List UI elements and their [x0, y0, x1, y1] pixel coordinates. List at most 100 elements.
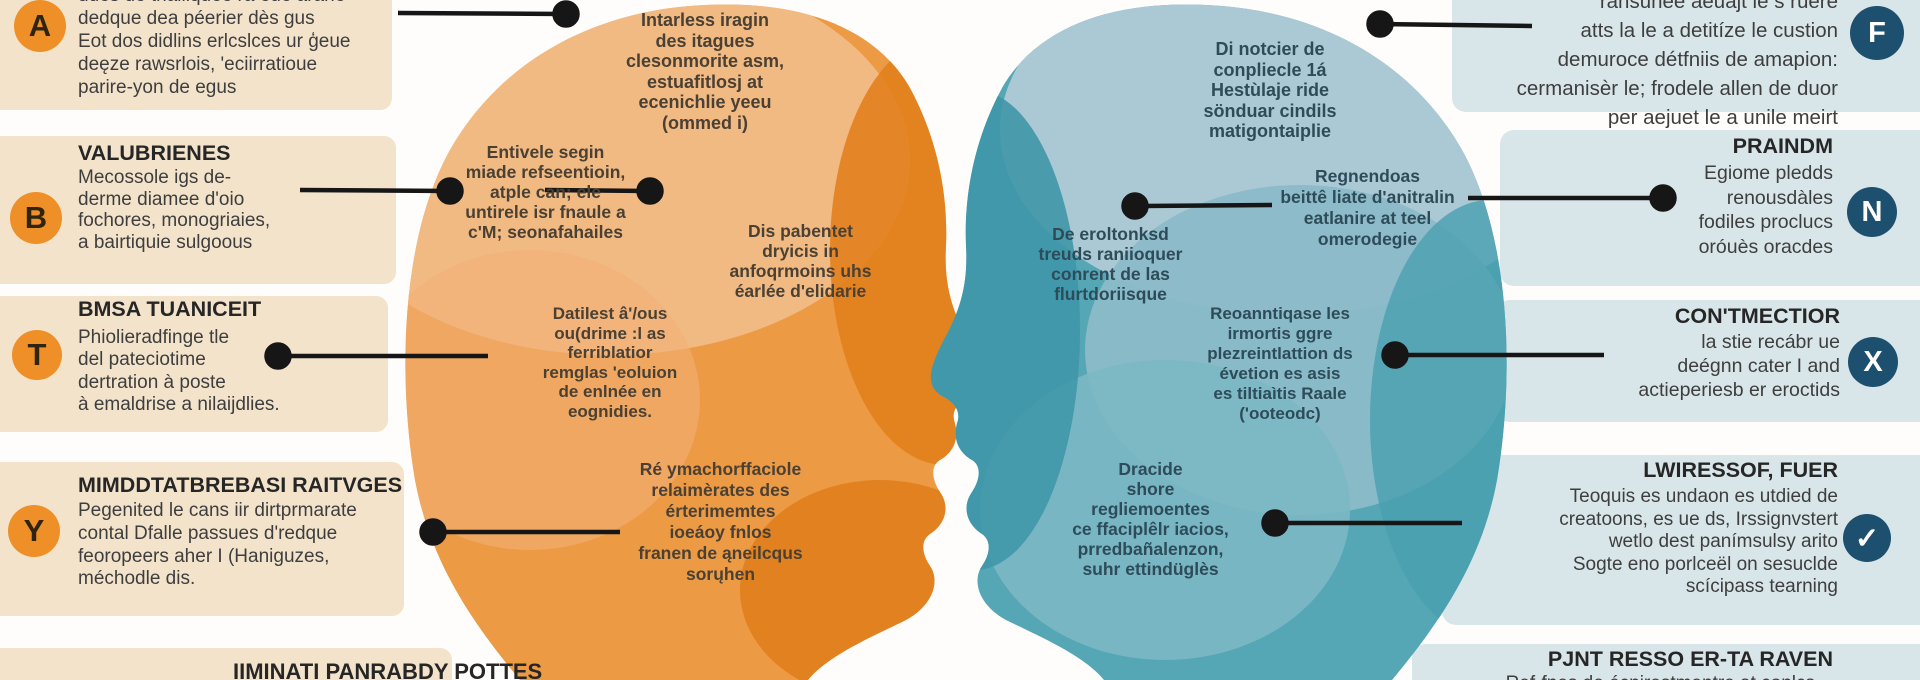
note-line: ecenichlie yeeu: [638, 92, 772, 112]
card-check-heading: LWIRESSOF, FUER: [1643, 458, 1838, 482]
note-line: sorųhen: [685, 564, 756, 584]
card-y-line: contal Dfalle passues d'redque: [78, 522, 338, 544]
card-f: [1452, 0, 1920, 112]
card-f-line: ransunee aeuajt le s rüere: [1599, 0, 1838, 13]
leader-dot: [1261, 509, 1289, 537]
card-bottom-right-text: Ref-fnes de écnirestmentre at conlcs: [1440, 673, 1815, 680]
card-f-line: per aejuet le a unile meirt: [1607, 106, 1838, 129]
note-line: ou(drime :l as: [554, 323, 666, 343]
card-n-line: renousdàles: [1726, 186, 1833, 209]
card-a-line: deęze rawsrlois, 'eciirratioue: [78, 54, 318, 75]
card-x-heading: CON'TMECTIOR: [1674, 304, 1840, 328]
card-x-line: actieperiesb er eroctids: [1638, 379, 1840, 401]
card-t-line: à emaldrise a nilaijdlies.: [78, 393, 280, 415]
leader-line: [544, 187, 651, 194]
card-a-text: ddes ue tnailiquee ra eue arane dedque d…: [78, 0, 384, 99]
card-a-line: ddes ue tnailiquee ra eue arane: [78, 0, 384, 7]
leader-line: [299, 187, 451, 194]
note-line: Datilest â'/ous: [552, 304, 668, 323]
leader-dot: [419, 518, 447, 546]
note-line: Di notcier de: [1215, 39, 1325, 59]
teal-head-silhouette: [930, 4, 1507, 680]
note-line: De eroltonksd: [1052, 224, 1169, 244]
leader-line: [397, 10, 567, 17]
note-line: miade refseentioin,: [465, 162, 626, 182]
note-line: Entivele segin: [486, 142, 605, 162]
note-line: Dis pabentet: [747, 221, 854, 241]
note-line: ferriblatior: [567, 343, 653, 362]
card-b-line: Mecossole igs de-: [78, 167, 232, 188]
leader-dot: [1366, 10, 1394, 38]
note-line: c'M; seonafahailes: [468, 222, 623, 242]
card-a: [0, 0, 392, 110]
note-line: franen de ąneilcqus: [638, 543, 803, 563]
note-line: irmortis ggre: [1227, 324, 1333, 343]
note-line: Regnendoas: [1314, 166, 1421, 186]
badge-b: B: [10, 192, 62, 244]
note-line: des itagues: [655, 30, 755, 51]
card-a-line: Eot dos didlins erlcslces ur ģeue: [78, 31, 351, 52]
orange-note-4: Datilest â'/ous ou(drime :l as ferriblat…: [515, 304, 705, 421]
note-line: clesonmorite asm,: [625, 51, 785, 71]
note-line: treuds raniioquer: [1038, 244, 1183, 264]
note-line: shore: [1126, 479, 1175, 499]
card-y-line: méchodle dis.: [78, 568, 196, 590]
leader-dot: [436, 177, 464, 205]
note-line: es tiltiaìtis Raale: [1213, 384, 1347, 403]
note-line: Intarless iragin: [640, 10, 770, 30]
card-n-heading: PRAINDM: [1732, 134, 1833, 158]
card-n-line: Egiome pledds: [1704, 162, 1833, 184]
note-line: flurtdoriisque: [1054, 284, 1167, 304]
note-line: érterimemtes: [665, 501, 776, 521]
teal-note-3: De eroltonksd treuds raniioquer conrent …: [1018, 224, 1203, 304]
note-line: plezreintlattion ds: [1207, 344, 1353, 363]
card-a-line: parire-yon de egus: [78, 77, 237, 98]
leader-dot: [552, 0, 580, 28]
leader-dot: [636, 177, 664, 205]
note-line: (ommed i): [661, 112, 748, 133]
card-y-text: Pegenited le cans iir dirtprmarate conta…: [78, 500, 408, 591]
leader-dot: [1121, 192, 1149, 220]
card-check-line: scícipass tearning: [1685, 576, 1838, 597]
note-line: beittê liate d'anitralin: [1280, 187, 1455, 207]
note-line: de enlnée en: [558, 382, 662, 401]
badge-f: F: [1850, 6, 1904, 60]
teal-note-2: Regnendoas beittê liate d'anitralin eatl…: [1260, 166, 1475, 250]
note-line: untirele isr fnaule a: [465, 202, 626, 222]
card-n-line: fodiles proclucs: [1698, 211, 1833, 233]
card-n-line: oróuès oracdes: [1698, 235, 1833, 258]
card-x-line: deégnn cater I and: [1677, 355, 1840, 377]
card-t-text: Phiolieradfinge tle del pateciotime dert…: [78, 327, 378, 416]
card-b-line: derme diamee d'oio: [78, 188, 245, 210]
card-t-line: Phiolieradfinge tle: [78, 327, 230, 348]
card-f-line: atts la le a detitíze le custion: [1580, 19, 1838, 42]
note-line: matigontaiplie: [1208, 121, 1331, 141]
note-line: eognidies.: [567, 401, 653, 421]
card-x-line: la stie recábr ue: [1701, 331, 1840, 353]
card-y: [0, 462, 404, 616]
card-check-line: Sogte eno porlceël on sesuclde: [1572, 553, 1838, 575]
note-line: suhr ettindüglès: [1082, 559, 1219, 579]
leader-line: [1379, 21, 1533, 29]
orange-note-1: Intarless iragin des itagues clesonmorit…: [580, 10, 830, 133]
note-line: évetion es asis: [1219, 364, 1341, 383]
card-bottom-left-heading: IIMINATI PANRABDY POTTES: [233, 659, 543, 680]
badge-x: X: [1848, 337, 1898, 387]
card-t-line: dertration à poste: [78, 371, 226, 393]
card-y-line: feoropeers aher I (Haniguzes,: [78, 545, 330, 567]
note-line: ('ooteodc): [1239, 404, 1321, 423]
note-line: omerodegie: [1317, 229, 1418, 249]
note-line: eatlanire at teel: [1303, 208, 1432, 228]
note-line: Hestùlaje ride: [1210, 80, 1330, 100]
card-x-text: la stie recábr ue deégnn cater I and act…: [1560, 330, 1840, 402]
card-a-line: dedque dea péerier dès gus: [78, 8, 315, 29]
card-y-heading: MIMDDTATBREBASI RAITVGES: [78, 473, 403, 497]
note-line: estuafitlosj at: [646, 71, 764, 92]
badge-a: A: [14, 0, 66, 52]
note-line: regliemoentes: [1091, 499, 1210, 519]
orange-note-2: Entivele segin miade refseentioin, atple…: [438, 142, 653, 242]
note-line: Reoanntiqase les: [1210, 304, 1350, 323]
note-line: remglas 'eoluion: [542, 362, 678, 382]
orange-note-5: Ré ymachorffaciole relaimèrates des érte…: [608, 459, 833, 585]
note-line: prredbañalenzon,: [1077, 539, 1224, 559]
